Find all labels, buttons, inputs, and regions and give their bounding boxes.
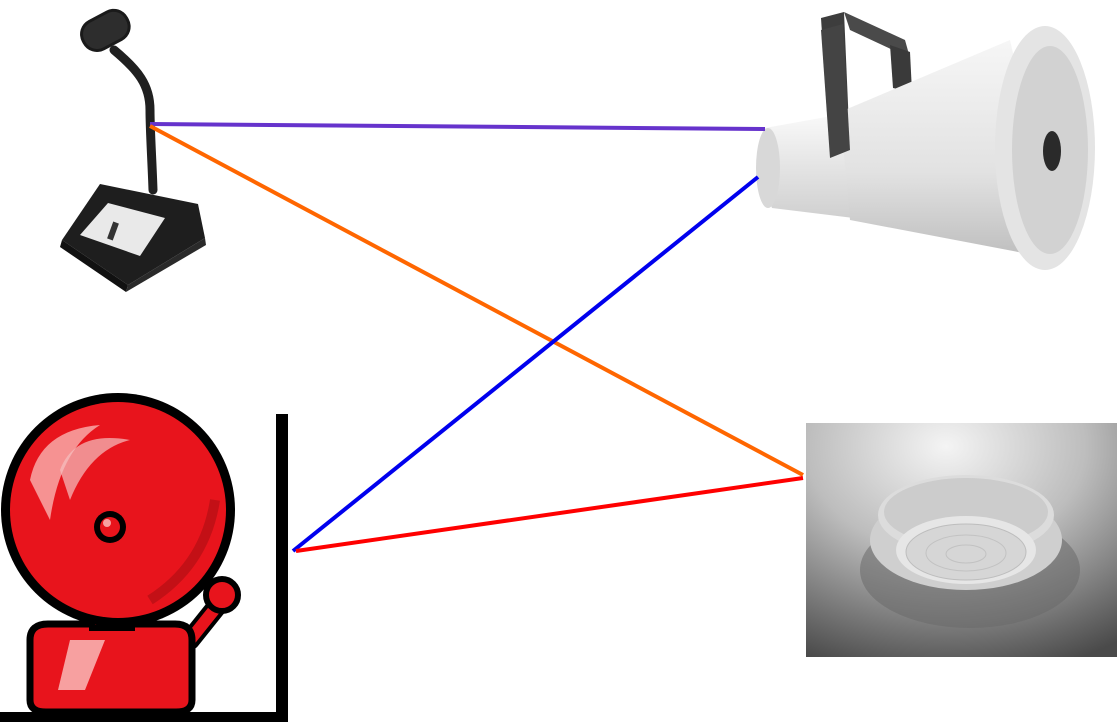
desk-microphone-icon [60, 8, 206, 292]
alarm-bell-icon [0, 393, 288, 722]
line-bell-to-ceiling-speaker [295, 476, 804, 553]
line-microphone-to-horn-speaker [149, 122, 766, 131]
horn-speaker-icon [756, 12, 1095, 270]
line-microphone-to-ceiling-speaker [149, 124, 804, 477]
connection-lines [149, 122, 804, 553]
line-bell-to-horn-speaker [291, 175, 760, 553]
ceiling-speaker-icon [806, 423, 1117, 657]
